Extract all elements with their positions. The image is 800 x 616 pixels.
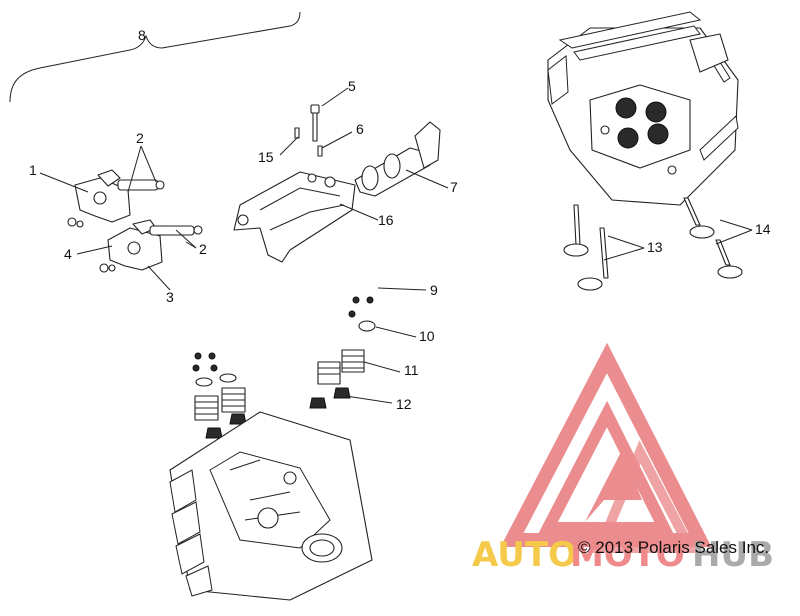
cylinder-head-rear xyxy=(547,11,739,206)
watermark-moto: MOTO xyxy=(570,535,685,575)
leader-lines xyxy=(39,87,753,404)
callout-6: 6 xyxy=(356,121,364,137)
valve-springs-right xyxy=(309,296,376,409)
rocker-arm-upper xyxy=(67,169,165,228)
callout-15: 15 xyxy=(258,149,274,165)
watermark-auto: AUTO xyxy=(472,535,577,575)
valve-springs-left xyxy=(192,352,247,439)
callout-1: 1 xyxy=(29,162,37,178)
callout-3: 3 xyxy=(166,289,174,305)
callout-2a: 2 xyxy=(136,130,144,146)
camshaft xyxy=(354,121,441,197)
callout-7: 7 xyxy=(450,179,458,195)
camshaft-carrier xyxy=(233,171,356,263)
callout-13: 13 xyxy=(647,239,663,255)
callout-16: 16 xyxy=(378,212,394,228)
rocker-arm-lower xyxy=(99,219,203,273)
callout-4: 4 xyxy=(64,246,72,262)
callout-11: 11 xyxy=(404,362,419,378)
callout-14: 14 xyxy=(755,221,771,237)
cylinder-head-front xyxy=(169,411,373,601)
callout-labels: 1 2 2 3 4 5 6 7 8 9 10 11 12 13 14 15 16 xyxy=(29,27,771,412)
copyright-notice: © 2013 Polaris Sales Inc. xyxy=(578,538,769,557)
callout-5: 5 xyxy=(348,78,356,94)
group-bracket xyxy=(9,11,301,103)
valves xyxy=(563,197,743,291)
watermark-logo xyxy=(500,342,712,553)
watermark-hub: HUB xyxy=(692,535,774,575)
callout-12: 12 xyxy=(396,396,412,412)
callout-9: 9 xyxy=(430,282,438,298)
callout-10: 10 xyxy=(419,328,435,344)
callout-2b: 2 xyxy=(199,241,207,257)
callout-8: 8 xyxy=(138,27,146,43)
bolt-and-pins xyxy=(294,104,323,157)
watermark-text: AUTO MOTO HUB xyxy=(472,535,774,575)
